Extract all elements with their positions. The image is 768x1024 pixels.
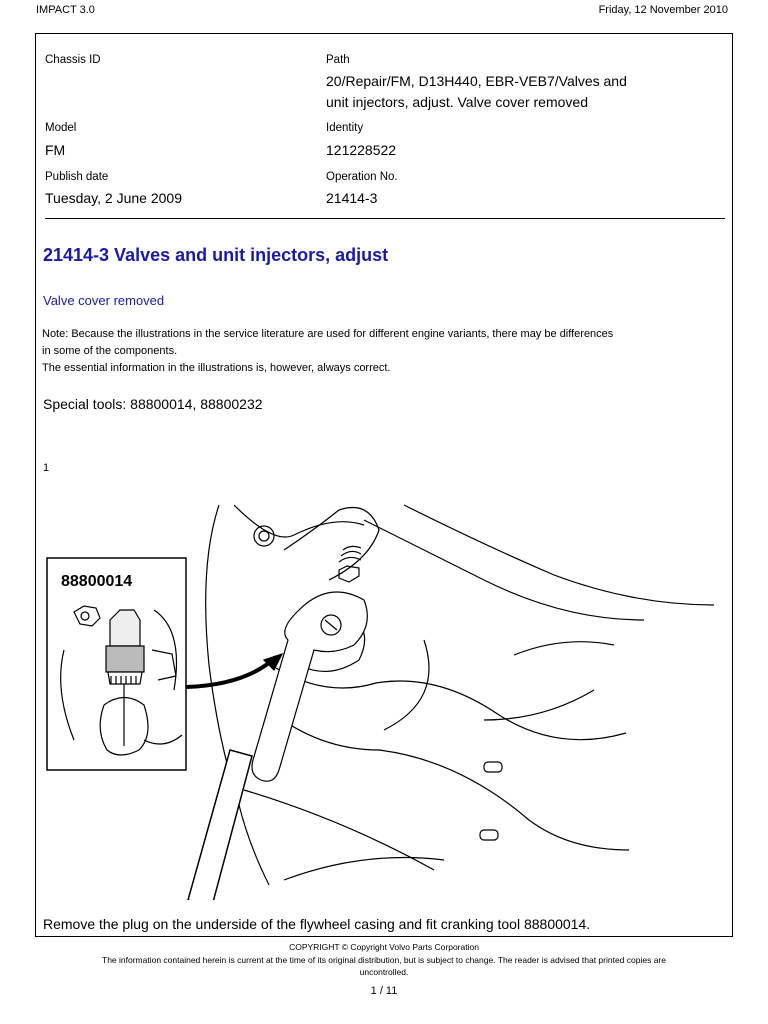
- path-value-line2: unit injectors, adjust. Valve cover remo…: [326, 94, 588, 110]
- step-number: 1: [43, 462, 50, 474]
- flywheel-illustration: 88800014: [46, 504, 715, 900]
- special-tools: Special tools: 88800014, 88800232: [43, 396, 263, 412]
- disclaimer-line: The information contained herein is curr…: [102, 955, 666, 965]
- page-number: 1 / 11: [370, 985, 398, 997]
- path-label: Path: [326, 54, 350, 66]
- page-header: IMPACT 3.0 Friday, 12 November 2010: [36, 4, 728, 20]
- model-label: Model: [45, 122, 77, 134]
- identity-value: 121228522: [326, 142, 397, 158]
- path-value-line1: 20/Repair/FM, D13H440, EBR-VEB7/Valves a…: [326, 73, 627, 89]
- inset-box: [46, 557, 187, 771]
- model-value: FM: [45, 142, 66, 158]
- publish-date-label: Publish date: [45, 171, 109, 183]
- meta-divider: [45, 218, 725, 219]
- flywheel-housing-drawing: [205, 504, 715, 886]
- document-frame: [35, 33, 733, 937]
- step-caption: Remove the plug on the underside of the …: [43, 916, 591, 932]
- operation-no-label: Operation No.: [326, 171, 398, 183]
- pointer-arrow-head: [262, 652, 284, 672]
- inset-tool-label: 88800014: [61, 573, 132, 590]
- cranking-tool-drawing: [60, 605, 183, 756]
- note-line: in some of the components.: [42, 345, 178, 357]
- page-title: 21414-3 Valves and unit injectors, adjus…: [43, 245, 389, 265]
- note-block: Note: Because the illustrations in the s…: [42, 326, 732, 377]
- page-subtitle: Valve cover removed: [43, 293, 165, 308]
- chassis-id-label: Chassis ID: [45, 54, 101, 66]
- print-date: Friday, 12 November 2010: [598, 4, 728, 16]
- publish-date-value: Tuesday, 2 June 2009: [45, 190, 182, 206]
- app-name: IMPACT 3.0: [36, 4, 95, 16]
- disclaimer-line: uncontrolled.: [359, 967, 409, 977]
- operation-no-value: 21414-3: [326, 190, 378, 206]
- note-line: Note: Because the illustrations in the s…: [42, 328, 614, 340]
- wrench-drawing: [187, 591, 368, 900]
- note-line: The essential information in the illustr…: [42, 362, 391, 374]
- pointer-arrow: [185, 655, 278, 689]
- copyright-notice: COPYRIGHT © Copyright Volvo Parts Corpor…: [289, 942, 479, 952]
- identity-label: Identity: [326, 122, 364, 134]
